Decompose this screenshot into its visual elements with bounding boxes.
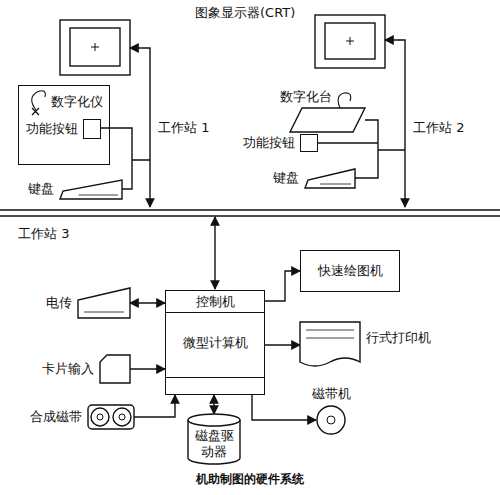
node-label: 控制机: [196, 294, 235, 310]
crt-screen: [70, 28, 120, 66]
shape-polygon: [60, 180, 122, 199]
connector: [130, 302, 165, 303]
connector: [134, 395, 175, 417]
node-label: 卡片输入: [42, 361, 94, 377]
node-label: 磁盘驱 动器: [191, 428, 237, 459]
connector: [252, 395, 316, 420]
node-label: 快速绘图机: [318, 263, 383, 279]
shape-ellipse: [188, 414, 240, 426]
shape-circle: [97, 414, 103, 420]
crt-monitor: [315, 15, 385, 68]
function-button: 功能按钮: [83, 119, 101, 139]
keyboard-outline: [305, 168, 355, 188]
cursor-cross: [346, 37, 354, 45]
label-text: 图象显示器(CRT): [195, 5, 295, 21]
digitizer-box: 数字化仪功能按钮: [18, 85, 110, 165]
node-label: 功能按钮: [26, 121, 78, 137]
node-label: 电传: [46, 295, 72, 311]
shape-path: [320, 184, 351, 185]
workstation-wire: [385, 40, 405, 207]
stylus-tip: [32, 108, 39, 115]
tape-drive-outline: [316, 405, 346, 435]
cursor-cross: [91, 43, 99, 51]
shape-path: [79, 195, 118, 196]
teletype-outline: [78, 288, 130, 318]
tape-cassette: 合成磁带: [88, 405, 134, 429]
node-label: 合成磁带: [30, 409, 82, 425]
bottom-band: [166, 377, 264, 394]
shape-polygon: [290, 108, 365, 132]
node-label: 磁带机: [312, 386, 351, 402]
node-label: 数字化仪: [51, 94, 103, 110]
connector: [264, 271, 300, 301]
system-bus: [0, 210, 500, 216]
shape-circle: [327, 416, 335, 424]
connector: [130, 368, 165, 369]
label-text: 工作站 2: [413, 120, 464, 136]
plotter-box: 快速绘图机: [300, 250, 400, 292]
shape-path: [84, 312, 124, 313]
connector: [265, 344, 300, 345]
digitizer-tablet-outline: [290, 108, 365, 132]
card-reader-outline: [100, 355, 130, 383]
microcomputer-box: 微型计算机控制机: [165, 290, 265, 395]
node-label: 行式打印机: [366, 330, 431, 346]
node-label: 键盘: [28, 181, 54, 197]
node-label: 微型计算机: [183, 335, 248, 351]
bus-link: [214, 217, 215, 289]
line-printer-outline: [300, 322, 360, 368]
card-reader: 卡片输入: [100, 355, 130, 383]
controller-band: 控制机: [166, 291, 264, 313]
shape-g: [0, 15, 500, 289]
digitizer-tablet: 数字化台: [290, 108, 365, 132]
shape-path: [306, 330, 354, 338]
shape-circle: [119, 414, 125, 420]
disk-drive: 磁盘驱 动器: [188, 414, 240, 464]
function-button: 功能按钮: [300, 134, 318, 152]
keyboard-outline: [60, 179, 122, 199]
shape-circle: [113, 408, 131, 426]
line-printer: 行式打印机: [300, 322, 360, 368]
connector: [213, 395, 214, 414]
tape-drive: 磁带机: [316, 405, 346, 435]
shape-circle: [91, 408, 109, 426]
shape-circle: [317, 406, 345, 434]
keyboard: 键盘: [305, 168, 355, 188]
shape-rect: [88, 405, 134, 429]
teletype: 电传: [78, 288, 130, 318]
node-label: 键盘: [273, 170, 299, 186]
shape-polygon: [305, 169, 355, 188]
crt-monitor: [60, 20, 130, 75]
label-text: 工作站 3: [18, 226, 69, 242]
shape-polygon: [78, 288, 130, 318]
node-label: 功能按钮: [243, 135, 295, 151]
keyboard: 键盘: [60, 179, 122, 199]
stylus-cord: [32, 91, 46, 110]
shape-polygon: [100, 355, 130, 383]
shape-path: [300, 322, 360, 366]
label-text: 工作站 1: [158, 120, 209, 136]
caption: 机助制图的硬件系统: [0, 472, 500, 486]
crt-screen: [325, 23, 375, 59]
tape-cassette-outline: [88, 405, 134, 429]
node-label: 数字化台: [280, 89, 332, 105]
workstation-wire: [130, 48, 150, 207]
workstation-wire: [100, 128, 150, 189]
